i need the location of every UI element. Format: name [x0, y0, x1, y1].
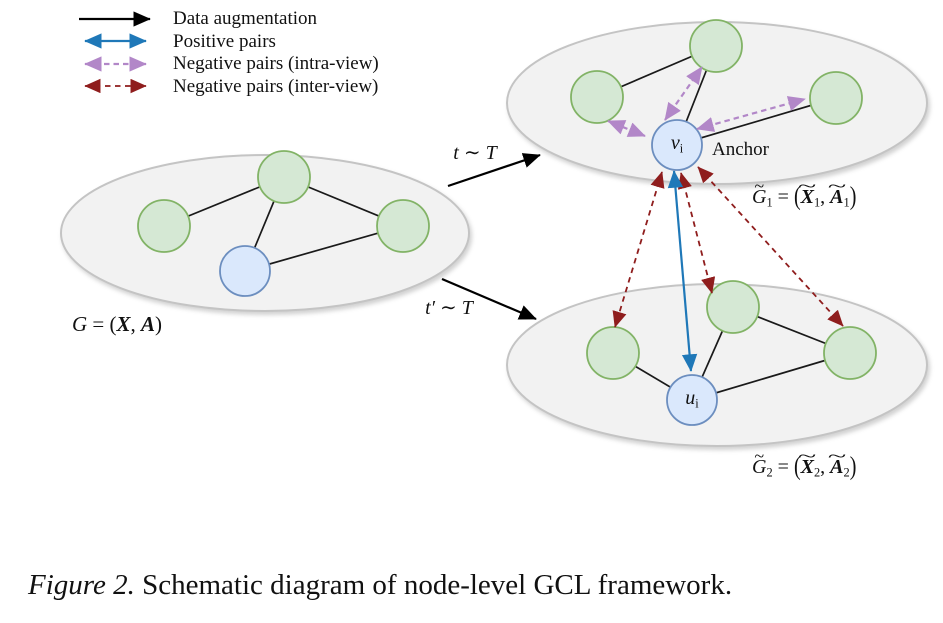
caption-text: Schematic diagram of node-level GCL fram… [134, 569, 733, 601]
node-green [706, 280, 760, 334]
transform-label-top: t ∼ T [453, 142, 497, 164]
augmentation-arrow-bottom [441, 277, 537, 321]
negative-intra-arrow-icon [84, 55, 147, 72]
negative-inter-arrow [677, 172, 716, 294]
transform-label-bottom: t′ ∼ T [425, 297, 473, 319]
legend-row-negative-inter: Negative pairs (inter-view) [76, 77, 379, 96]
positive-pair-arrow [667, 170, 698, 372]
edge [691, 352, 851, 401]
legend-row-positive-pairs: Positive pairs [76, 32, 379, 51]
negative-inter-arrow-icon [84, 78, 147, 94]
negative-intra-arrow [607, 119, 646, 138]
legend: Data augmentation Positive pairs Negativ… [76, 9, 379, 99]
node-blue-original [219, 245, 271, 297]
node-v-label: vi [670, 132, 684, 156]
negative-intra-arrow [664, 66, 703, 121]
data-augmentation-arrow-icon [79, 10, 151, 27]
view2-graph-label: ~G2 = (~X2, ~A2) [752, 445, 857, 482]
caption-prefix: Figure 2. [28, 569, 135, 601]
original-graph-label: G = (X, A) [72, 312, 163, 336]
node-green [689, 19, 743, 73]
node-green [257, 150, 311, 204]
legend-label: Positive pairs [173, 30, 276, 52]
node-green [809, 71, 863, 125]
view1-graph-label: ~G1 = (~X1, ~A1) [752, 175, 857, 212]
augmentation-arrow-top [447, 153, 541, 188]
figure-caption: Figure 2. Schematic diagram of node-leve… [28, 569, 732, 602]
legend-label: Negative pairs (inter-view) [173, 75, 379, 97]
legend-row-data-augmentation: Data augmentation [76, 9, 379, 28]
node-u [666, 374, 718, 426]
anchor-label: Anchor [712, 139, 769, 160]
node-u-label: ui [685, 387, 699, 411]
legend-label: Data augmentation [173, 8, 318, 29]
edge [244, 225, 404, 272]
node-green [586, 326, 640, 380]
legend-label: Negative pairs (intra-view) [173, 53, 379, 74]
node-green [376, 199, 430, 253]
negative-inter-arrow [612, 171, 665, 328]
original-graph-ellipse [60, 154, 470, 312]
legend-row-negative-intra: Negative pairs (intra-view) [76, 54, 379, 73]
positive-pairs-arrow-icon [84, 33, 147, 49]
node-green [137, 199, 191, 253]
node-green [823, 326, 877, 380]
node-green [570, 70, 624, 124]
